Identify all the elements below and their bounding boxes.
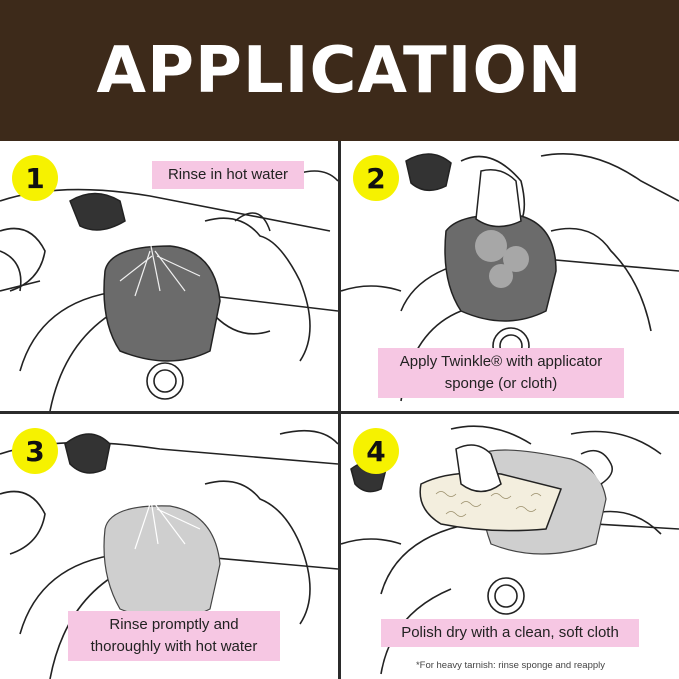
step-number-badge: 1 [12, 155, 58, 201]
header-banner: APPLICATION [0, 0, 679, 141]
steps-grid: 1 Rinse in hot water 2 Apply Tw [0, 141, 679, 679]
step-label: Rinse in hot water [152, 161, 304, 189]
pot-icon [103, 505, 221, 620]
polish-illustration [341, 425, 679, 675]
faucet-icon [69, 192, 126, 231]
step-panel-4: 4 Polish dry with a clean, soft cloth *F… [341, 414, 679, 679]
step-label: Polish dry with a clean, soft cloth [381, 619, 639, 647]
pot-icon [103, 245, 221, 362]
step-label: Rinse promptly and thoroughly with hot w… [68, 611, 280, 661]
step-panel-2: 2 Apply Twinkle® with applicator sponge … [341, 141, 679, 411]
faucet-icon [64, 433, 111, 474]
step-label-line: thoroughly with hot water [90, 638, 258, 655]
step-panel-1: 1 Rinse in hot water [0, 141, 338, 411]
faucet-icon [405, 153, 452, 192]
vertical-divider [338, 141, 341, 679]
step-label: Apply Twinkle® with applicator sponge (o… [378, 348, 624, 398]
horizontal-divider [0, 411, 679, 414]
page-title: APPLICATION [96, 33, 583, 108]
hand-icon [455, 444, 502, 493]
step-label-line: Rinse promptly and [109, 616, 239, 633]
step-number-badge: 3 [12, 428, 58, 474]
step-number-badge: 4 [353, 428, 399, 474]
step-number-badge: 2 [353, 155, 399, 201]
step-panel-3: 3 Rinse promptly and thoroughly with hot… [0, 414, 338, 679]
footnote: *For heavy tarnish: rinse sponge and rea… [415, 660, 605, 671]
rinse-again-illustration [0, 429, 338, 679]
hand-icon [475, 169, 522, 228]
step-label-line: Apply Twinkle® with applicator [399, 353, 603, 370]
step-label-line: sponge (or cloth) [444, 375, 558, 392]
cloth-icon [419, 472, 562, 532]
